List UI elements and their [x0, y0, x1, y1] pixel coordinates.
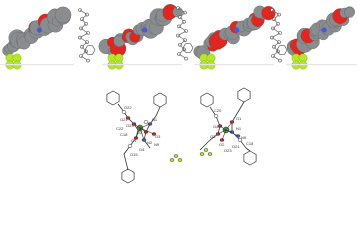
phenyl-ring — [243, 150, 257, 166]
atom-label: C22 — [116, 126, 124, 131]
coordination-bond — [221, 129, 227, 141]
atom — [184, 56, 188, 61]
molecule-cluster — [286, 6, 357, 70]
phenyl-ring — [182, 43, 194, 53]
phenyl-ring — [153, 92, 167, 108]
phenyl-ring — [121, 168, 135, 184]
atom-label: O2 — [137, 130, 143, 135]
molecule-cluster — [0, 6, 74, 70]
carbon-atom — [54, 6, 72, 24]
coordination-bond — [217, 129, 227, 135]
linker-ball-stick — [78, 8, 96, 63]
atom-label: O21 — [232, 144, 240, 149]
coordination-bond — [219, 125, 227, 131]
nitrogen-atom — [321, 27, 327, 33]
molecule-cluster — [193, 5, 276, 70]
fluorine-atom — [207, 152, 213, 156]
atom-label: N9 — [241, 135, 247, 140]
atom-label: O4 — [139, 147, 145, 152]
oxygen-atom — [125, 116, 131, 120]
carbon-atom — [121, 110, 127, 114]
phenyl-ring — [237, 87, 251, 103]
carbon-atom — [344, 7, 355, 18]
coordination-bond — [139, 127, 145, 141]
atom-label: O23 — [224, 148, 232, 153]
atom-label: O22 — [124, 105, 132, 110]
floor-shadow — [102, 64, 182, 66]
packing-panel — [0, 4, 357, 70]
molecule-cluster — [98, 4, 183, 70]
nitrogen-atom — [36, 27, 43, 33]
atom-label: O3 — [155, 134, 161, 139]
atom-label: O23 — [126, 123, 134, 128]
fluorine-atom — [203, 148, 209, 152]
fluorine-atom — [177, 158, 183, 162]
atom-label: C20 — [214, 108, 222, 113]
atom-label: O1 — [236, 116, 242, 121]
linker-ball-stick — [270, 8, 288, 63]
phenyl-ring — [84, 45, 96, 55]
coordination-bond — [133, 123, 141, 129]
atom — [278, 58, 282, 63]
carbon-atom — [127, 144, 133, 148]
carbon-atom — [237, 138, 243, 142]
coordination-bond — [139, 127, 155, 135]
coordination-bond — [139, 123, 151, 129]
phenyl-ring — [200, 92, 214, 108]
ortep-panel: O21O23C22N1N2O3O1O2C18O4N9O22O15O1N1N9O4… — [106, 87, 257, 184]
atom-label: O3 — [210, 134, 216, 139]
atom — [86, 58, 90, 63]
linker-ball-stick — [176, 6, 194, 61]
floor-shadow — [286, 64, 357, 66]
atom-label: C18 — [246, 141, 254, 146]
atom-label: N2 — [147, 140, 153, 145]
fluorine-atom — [199, 152, 205, 156]
chain-bonds — [117, 103, 139, 171]
fluorine-atom — [173, 154, 179, 158]
phenyl-ring — [106, 90, 120, 106]
fluorine-atom — [169, 158, 175, 162]
atom-label: O4 — [213, 124, 219, 129]
phenyl-ring — [276, 45, 288, 55]
atom-label: C18 — [120, 132, 128, 137]
crystal-structure-figure: O21O23C22N1N2O3O1O2C18O4N9O22O15O1N1N9O4… — [0, 4, 357, 184]
atom-label: N9 — [154, 142, 160, 147]
nitrogen-atom — [234, 27, 240, 33]
carbon-atom — [213, 114, 219, 118]
carbon-atom — [143, 120, 149, 124]
floor-shadow — [194, 64, 274, 66]
atom-label: O21 — [120, 117, 128, 122]
nitrogen-atom — [142, 27, 148, 33]
coordination-bond — [225, 121, 233, 131]
floor-shadow — [0, 64, 74, 66]
atom-label: N1 — [152, 117, 158, 122]
atom-label: O15 — [130, 152, 138, 157]
atom-label: N1 — [236, 126, 242, 131]
atom-label: O2 — [219, 142, 225, 147]
atom-label: O1 — [131, 138, 137, 143]
coordination-bond — [225, 129, 239, 137]
coordination-bond — [135, 127, 141, 139]
